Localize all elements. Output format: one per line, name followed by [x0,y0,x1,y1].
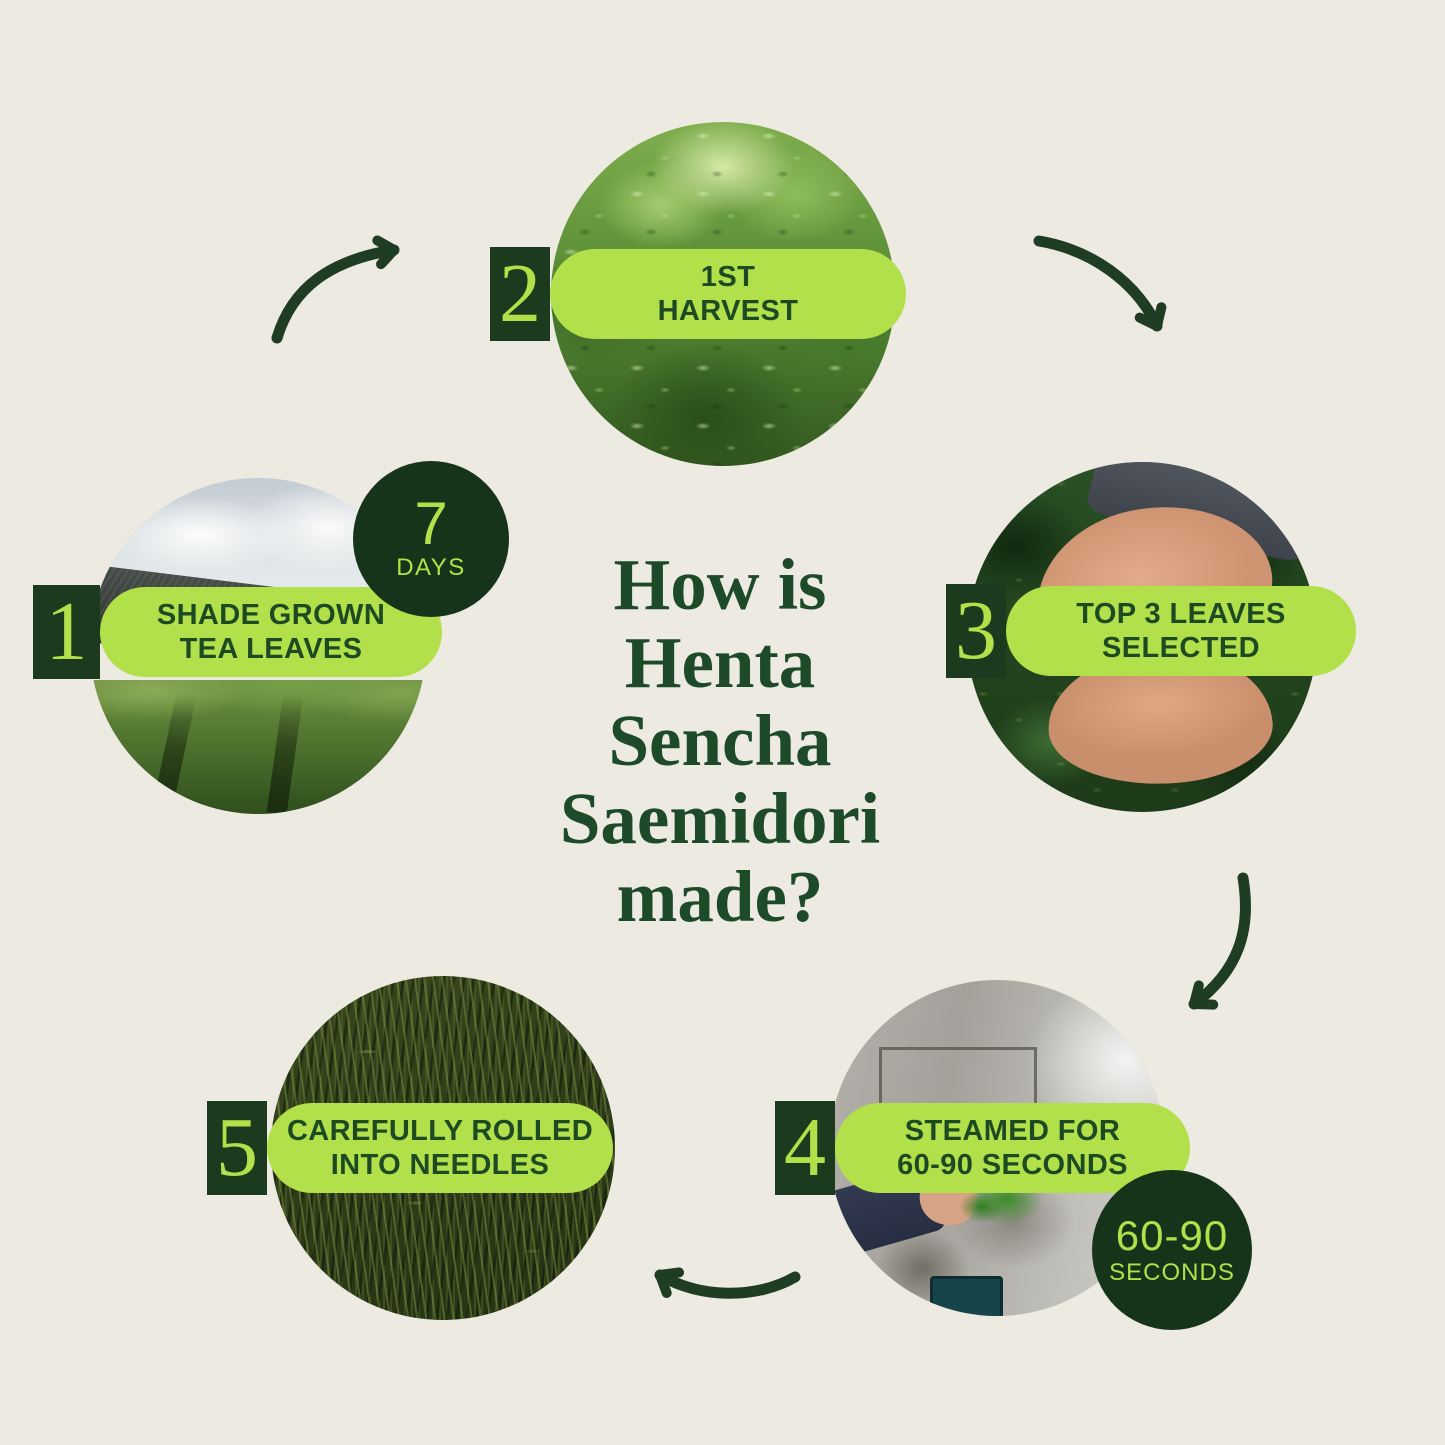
tea-bushes [90,679,426,814]
badge-unit: SECONDS [1109,1259,1235,1286]
title-line: Sencha [608,700,832,782]
title-line: Henta [624,622,816,704]
badge-value: 60-90 [1115,1212,1229,1259]
arrow-step3-to-step4 [1188,872,1251,1010]
step5-number: 5 [216,1101,258,1194]
step2-label-line2: HARVEST [657,295,799,327]
step4-number: 4 [784,1101,826,1194]
title-line: How is [613,544,827,625]
step5-number-block: 5 [207,1101,267,1195]
step3-label-bar: TOP 3 LEAVES SELECTED [1006,586,1356,676]
step5-label-line1: CAREFULLY ROLLED [286,1115,594,1147]
step2-label-line1: 1ST [700,261,756,293]
step4-label-line2: 60-90 SECONDS [897,1149,1128,1181]
machine-part [929,1276,1003,1316]
step4-label-line1: STEAMED FOR [904,1115,1121,1147]
arrow-step2-to-step3 [1033,235,1167,332]
title-line: made? [616,856,824,938]
step5-label-line2: INTO NEEDLES [330,1149,550,1181]
step3-label-line1: TOP 3 LEAVES [1076,598,1286,630]
step1-label-line1: SHADE GROWN [156,599,386,631]
step5-label-bar: CAREFULLY ROLLED INTO NEEDLES [267,1103,613,1193]
page-title: How is Henta Sencha Saemidori made? [440,544,1000,938]
step4-label-bar: STEAMED FOR 60-90 SECONDS [835,1103,1190,1193]
title-line: Saemidori [559,778,881,860]
step4-number-block: 4 [775,1101,835,1195]
step1-number-block: 1 [33,585,100,679]
step3-number: 3 [955,584,997,677]
step1-number: 1 [45,585,88,678]
step2-number: 2 [499,247,541,340]
step3-label-line2: SELECTED [1102,632,1260,664]
step1-label-line2: TEA LEAVES [179,633,363,665]
badge-unit: DAYS [396,554,466,581]
arrow-step4-to-step5 [654,1267,801,1299]
badge-7-days: 7 DAYS [353,461,509,617]
arrow-step1-to-step2 [271,235,400,344]
badge-60-90-seconds: 60-90 SECONDS [1092,1170,1252,1330]
step3-number-block: 3 [946,584,1006,678]
step2-label-bar: 1ST HARVEST [550,249,906,339]
badge-value: 7 [414,490,448,557]
step2-number-block: 2 [490,247,550,341]
